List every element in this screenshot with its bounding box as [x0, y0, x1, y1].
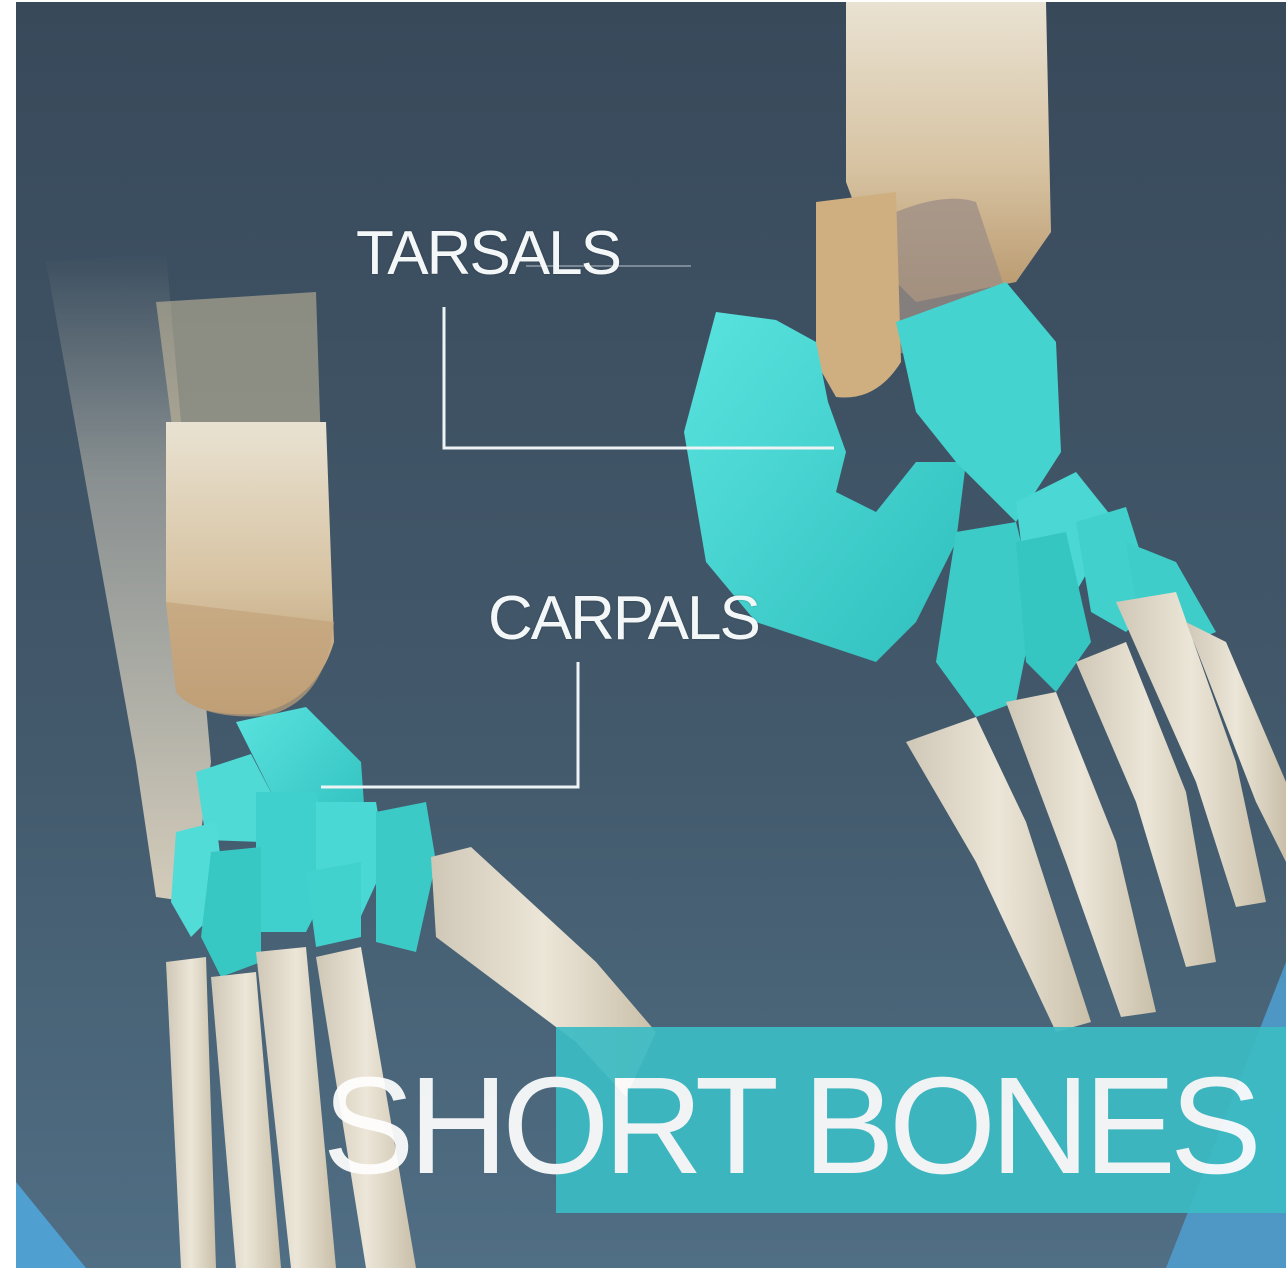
title-banner: SHORT BONES [556, 1027, 1286, 1213]
carpals-label: CARPALS [488, 583, 759, 654]
title-text: SHORT BONES [323, 1047, 1257, 1206]
tarsals-label: TARSALS [356, 218, 620, 289]
anatomy-illustration: TARSALS CARPALS SHORT BONES [16, 2, 1286, 1268]
